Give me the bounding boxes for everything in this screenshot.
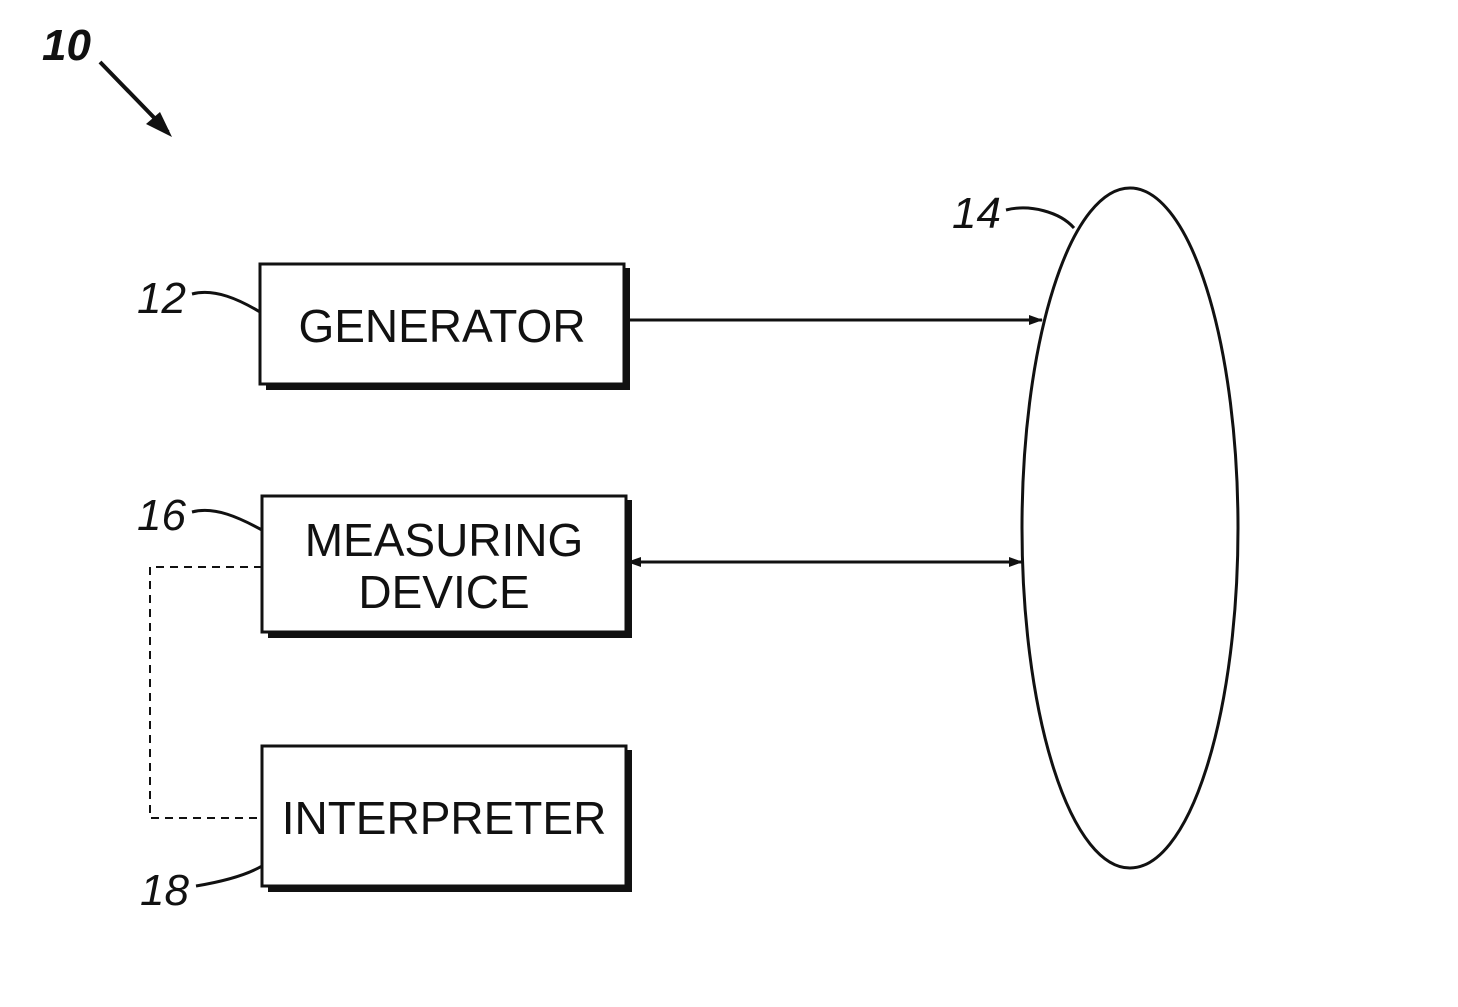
generator-block: GENERATOR 12 bbox=[137, 264, 630, 390]
generator-label: GENERATOR bbox=[298, 300, 585, 352]
interpreter-block: INTERPRETER 18 bbox=[140, 746, 632, 915]
measuring-device-leader-line bbox=[192, 510, 262, 530]
measuring-device-label-line1: MEASURING bbox=[305, 514, 584, 566]
measuring-interpreter-dashed-link bbox=[150, 567, 262, 818]
interpreter-label: INTERPRETER bbox=[282, 792, 607, 844]
target-object: 14 bbox=[952, 188, 1238, 868]
interpreter-ref-label: 18 bbox=[140, 866, 189, 915]
target-ellipse bbox=[1022, 188, 1238, 868]
target-leader-line bbox=[1006, 208, 1074, 228]
figure-ref-main-label: 10 bbox=[42, 21, 91, 70]
interpreter-leader-line bbox=[196, 866, 262, 886]
measuring-device-ref-label: 16 bbox=[137, 491, 186, 540]
measuring-device-block: MEASURING DEVICE 16 bbox=[137, 491, 632, 638]
generator-leader-line bbox=[192, 292, 260, 312]
figure-reference-10: 10 bbox=[42, 21, 172, 137]
measuring-device-label-line2: DEVICE bbox=[358, 566, 529, 618]
target-ref-label: 14 bbox=[952, 189, 1001, 238]
generator-ref-label: 12 bbox=[137, 274, 186, 323]
